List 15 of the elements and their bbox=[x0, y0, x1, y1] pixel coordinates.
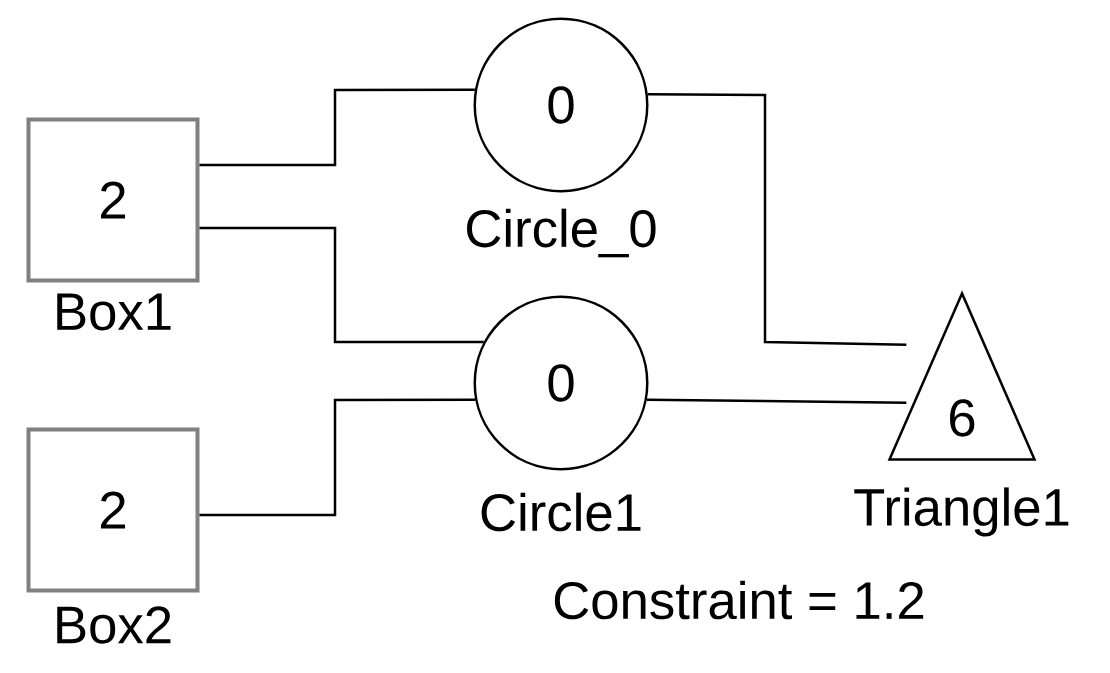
node-label: Box2 bbox=[57, 606, 171, 644]
note-text: Constraint = 1.2 bbox=[554, 580, 924, 620]
square-box: 2 bbox=[26, 117, 200, 283]
node-label: Box1 bbox=[57, 293, 171, 331]
connector-line bbox=[647, 93, 907, 346]
connector-line bbox=[199, 398, 476, 517]
connector-line bbox=[199, 226, 484, 344]
circle-node: 0 bbox=[473, 295, 649, 471]
node-label: Triangle1 bbox=[854, 487, 1069, 537]
circle-node: 0 bbox=[473, 17, 649, 193]
connector-line bbox=[646, 398, 907, 404]
node-label: Circle_0 bbox=[467, 208, 656, 258]
connector-line bbox=[199, 88, 475, 167]
node-label: Circle1 bbox=[481, 492, 641, 532]
square-box: 2 bbox=[26, 427, 200, 593]
